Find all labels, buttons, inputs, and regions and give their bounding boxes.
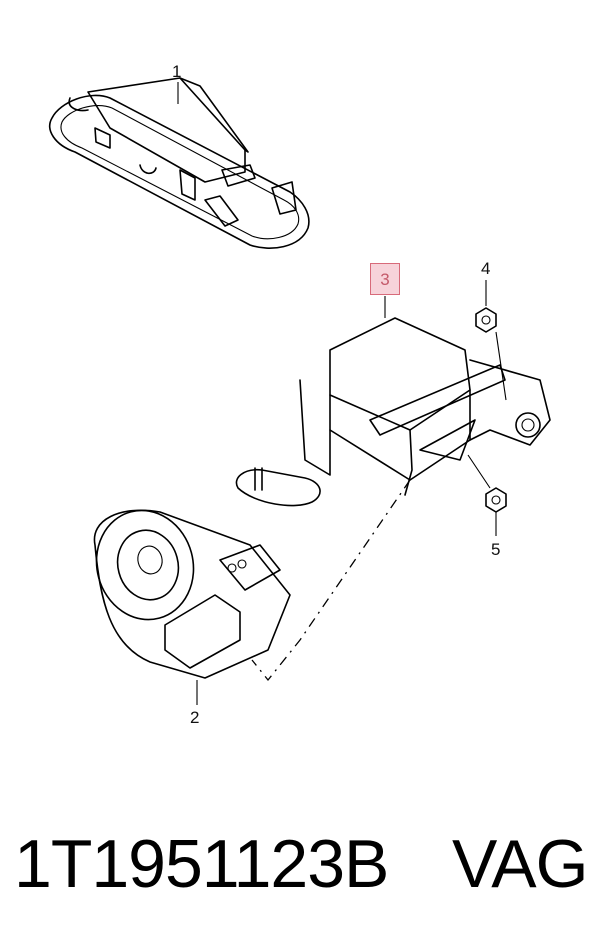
callout-3-highlighted: 3 (370, 263, 400, 295)
brand-label: VAG (452, 826, 589, 902)
alarm-control-unit-drawing (49, 77, 310, 249)
callout-1: 1 (172, 62, 182, 81)
exploded-parts-diagram (49, 77, 551, 705)
callout-5: 5 (491, 540, 501, 559)
callout-4: 4 (481, 259, 491, 278)
siren-drawing (93, 509, 291, 705)
callout-2: 2 (190, 708, 200, 727)
nut-lower-drawing (467, 454, 507, 536)
bracket-drawing (235, 296, 551, 507)
connection-line (251, 479, 411, 682)
part-number: 1T1951123B (14, 826, 389, 902)
nut-upper-drawing (475, 280, 507, 401)
